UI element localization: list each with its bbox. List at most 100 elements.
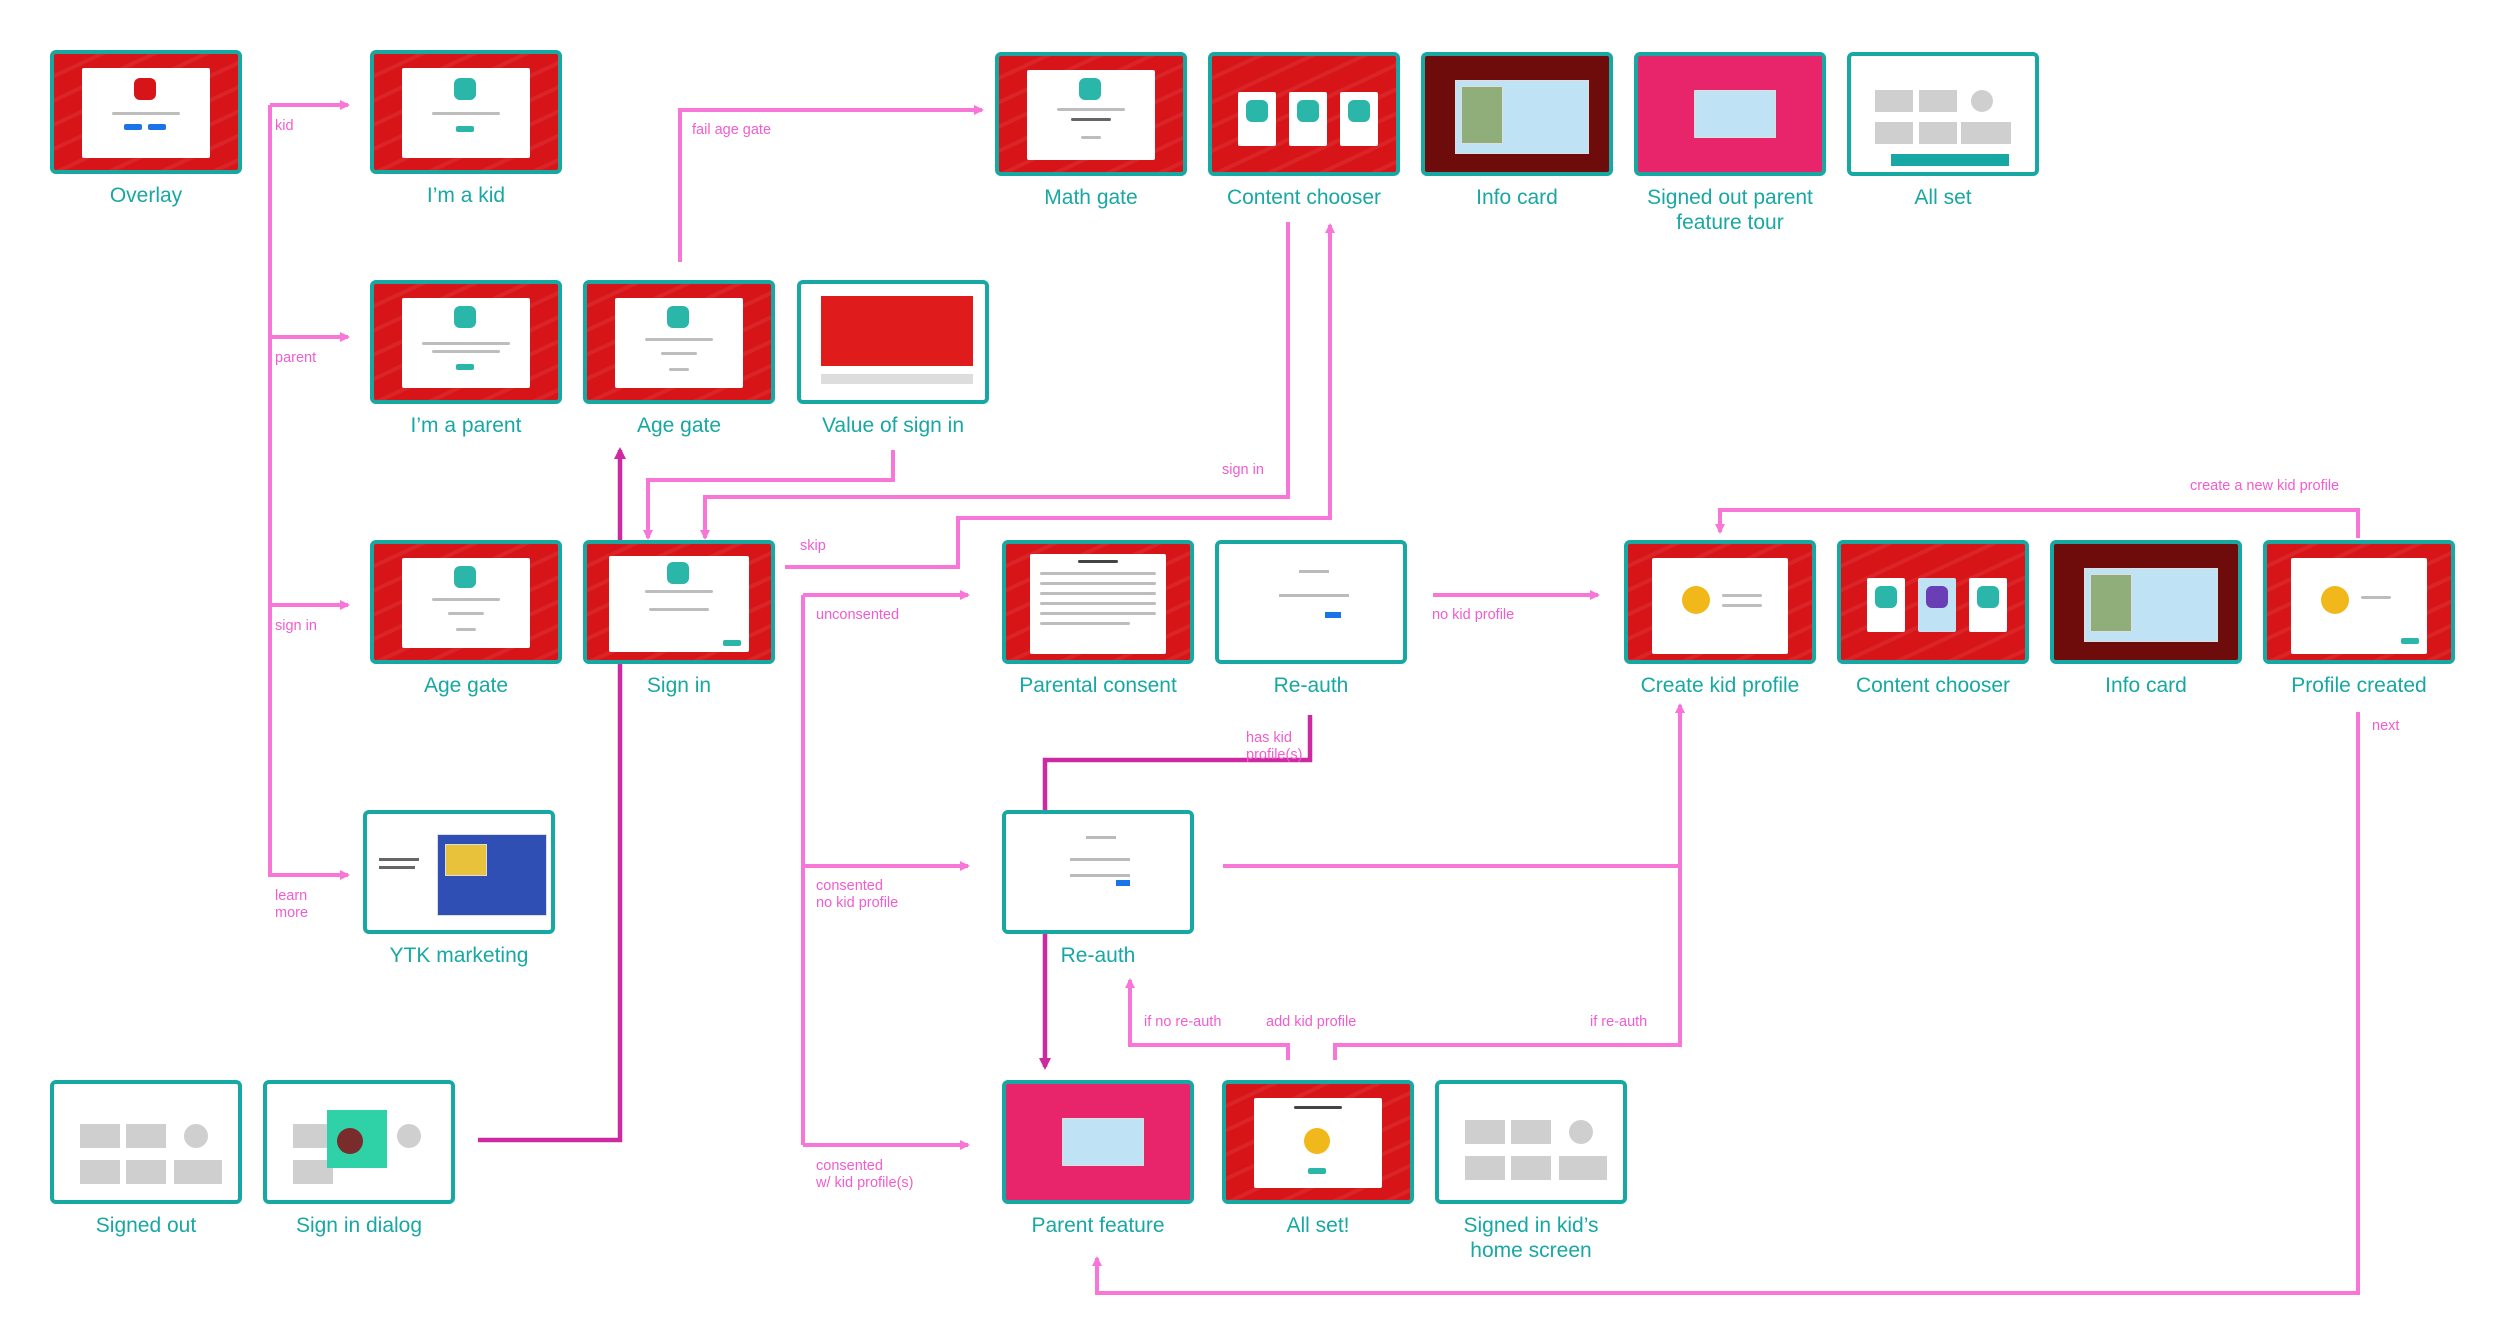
edge-label-consented-no-kid: consented no kid profile — [816, 878, 899, 911]
edge-overlay-trunk — [268, 105, 348, 877]
node-label: Age gate — [423, 674, 509, 697]
all-set-2-screen[interactable] — [1222, 1080, 1414, 1204]
edge-signin-dialog — [478, 447, 626, 1143]
node-parent-feature: Parent feature — [1002, 1080, 1194, 1250]
info-card-2-screen[interactable] — [2050, 540, 2242, 664]
edge-if-no-reauth — [1125, 978, 1290, 1060]
edge-label-add-kid-profile: add kid profile — [1266, 1014, 1357, 1030]
node-value-of-sign-in: Value of sign in — [797, 280, 989, 450]
ytk-marketing-screen[interactable] — [363, 810, 555, 934]
node-re-auth-2: Re-auth — [1002, 810, 1194, 980]
node-im-a-kid: I’m a kid — [370, 50, 562, 220]
edge-fail-age-gate — [678, 105, 984, 262]
overlay-screen[interactable] — [50, 50, 242, 174]
re-auth-1-screen[interactable] — [1215, 540, 1407, 664]
edge-signin-back — [700, 222, 1290, 540]
parent-feature-screen[interactable] — [1002, 1080, 1194, 1204]
node-label: I’m a parent — [410, 414, 522, 437]
node-content-chooser-1: Content chooser — [1208, 52, 1400, 242]
parental-consent-screen[interactable] — [1002, 540, 1194, 664]
node-parental-consent: Parental consent — [1002, 540, 1194, 710]
edge-create-new — [1715, 508, 2360, 538]
edge-label-fail-age-gate: fail age gate — [692, 122, 772, 138]
node-label: Create kid profile — [1640, 674, 1800, 697]
node-re-auth-1: Re-auth — [1215, 540, 1407, 710]
node-label: All set — [1914, 186, 1972, 209]
node-signed-in-home: Signed in kid’s home screen — [1435, 1080, 1627, 1280]
edge-value-signin — [643, 450, 895, 540]
node-label: All set! — [1286, 1214, 1350, 1237]
edge-label-unconsented: unconsented — [816, 607, 900, 623]
node-label: Sign in dialog — [295, 1214, 423, 1237]
edge-skip — [785, 223, 1335, 569]
edge-label-next: next — [2372, 718, 2400, 734]
node-age-gate-2: Age gate — [370, 540, 562, 710]
node-all-set-2: All set! — [1222, 1080, 1414, 1250]
node-sign-in-dialog: Sign in dialog — [263, 1080, 455, 1250]
edge-label-create-new: create a new kid profile — [2190, 478, 2340, 494]
node-label: I’m a kid — [426, 184, 506, 207]
node-create-kid-profile: Create kid profile — [1624, 540, 1816, 710]
node-label: Re-auth — [1273, 674, 1349, 697]
node-profile-created: Profile created — [2263, 540, 2455, 710]
edge-label-kid: kid — [275, 118, 294, 134]
node-math-gate: Math gate — [995, 52, 1187, 242]
info-card-1-screen[interactable] — [1421, 52, 1613, 176]
profile-created-screen[interactable] — [2263, 540, 2455, 664]
node-info-card-2: Info card — [2050, 540, 2242, 710]
node-label: Signed out — [95, 1214, 197, 1237]
node-info-card-1: Info card — [1421, 52, 1613, 242]
edge-label-if-no-reauth: if no re-auth — [1144, 1014, 1222, 1030]
im-a-parent-screen[interactable] — [370, 280, 562, 404]
node-label: YTK marketing — [389, 944, 529, 967]
math-gate-screen[interactable] — [995, 52, 1187, 176]
sign-in-screen[interactable] — [583, 540, 775, 664]
edge-label-skip: skip — [800, 538, 826, 554]
node-label: Profile created — [2291, 674, 2427, 697]
node-ytk-marketing: YTK marketing — [363, 810, 555, 980]
value-of-sign-in-screen[interactable] — [797, 280, 989, 404]
node-label: Signed in kid’s home screen — [1463, 1214, 1599, 1262]
node-label: Value of sign in — [821, 414, 965, 437]
node-label: Signed out parent feature tour — [1647, 186, 1813, 234]
age-gate-1-screen[interactable] — [583, 280, 775, 404]
create-kid-profile-screen[interactable] — [1624, 540, 1816, 664]
node-label: Content chooser — [1855, 674, 2011, 697]
edge-label-no-kid-profile: no kid profile — [1432, 607, 1515, 623]
content-chooser-2-screen[interactable] — [1837, 540, 2029, 664]
node-label: Overlay — [109, 184, 183, 207]
all-set-1-screen[interactable] — [1847, 52, 2039, 176]
edge-label-sign-in: sign in — [275, 618, 317, 634]
signed-out-parent-tour-screen[interactable] — [1634, 52, 1826, 176]
age-gate-2-screen[interactable] — [370, 540, 562, 664]
signed-in-home-screen[interactable] — [1435, 1080, 1627, 1204]
node-age-gate-1: Age gate — [583, 280, 775, 450]
edge-next — [1092, 712, 2360, 1295]
node-label: Math gate — [1044, 186, 1138, 209]
node-signed-out-parent-tour: Signed out parent feature tour — [1634, 52, 1826, 252]
node-label: Parent feature — [1031, 1214, 1165, 1237]
node-label: Re-auth — [1060, 944, 1136, 967]
node-sign-in: Sign in — [583, 540, 775, 710]
node-overlay: Overlay — [50, 50, 242, 220]
node-label: Age gate — [636, 414, 722, 437]
edge-label-if-reauth: if re-auth — [1590, 1014, 1648, 1030]
im-a-kid-screen[interactable] — [370, 50, 562, 174]
node-label: Info card — [2105, 674, 2187, 697]
content-chooser-1-screen[interactable] — [1208, 52, 1400, 176]
node-label: Info card — [1476, 186, 1558, 209]
signed-out-screen[interactable] — [50, 1080, 242, 1204]
node-content-chooser-2: Content chooser — [1837, 540, 2029, 710]
sign-in-dialog-screen[interactable] — [263, 1080, 455, 1204]
node-label: Parental consent — [1019, 674, 1177, 697]
node-im-a-parent: I’m a parent — [370, 280, 562, 450]
edge-label-learn-more: learn more — [275, 888, 309, 921]
re-auth-2-screen[interactable] — [1002, 810, 1194, 934]
edge-label-has-kid-profiles: has kid profile(s) — [1246, 730, 1303, 763]
node-label: Content chooser — [1226, 186, 1382, 209]
node-all-set-1: All set — [1847, 52, 2039, 242]
edge-if-reauth — [1333, 866, 1682, 1060]
node-signed-out: Signed out — [50, 1080, 242, 1250]
